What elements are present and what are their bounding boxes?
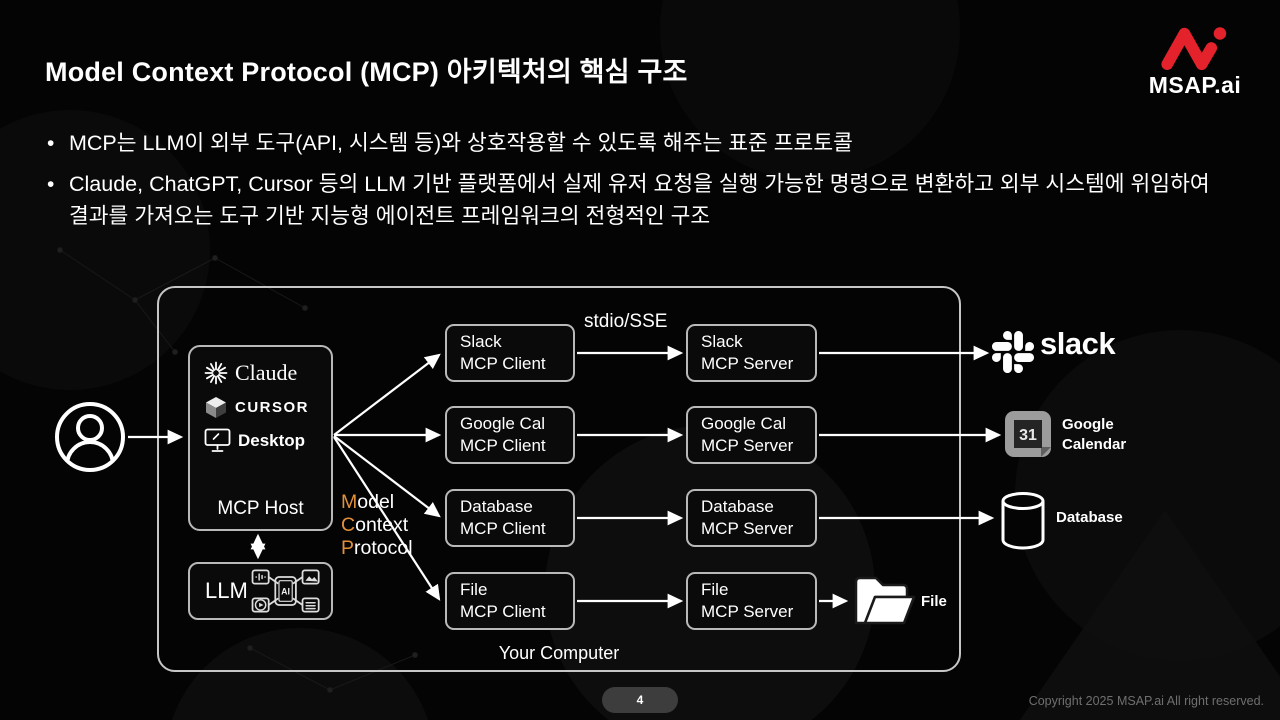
brand-logo: MSAP.ai — [1124, 22, 1266, 99]
page-number-badge: 4 — [602, 687, 678, 713]
protocol-line: Model — [341, 491, 395, 513]
protocol-label: Model Context Protocol — [341, 491, 413, 560]
desktop-row: Desktop — [204, 428, 323, 453]
slack-mcp-client-box: Slack MCP Client — [445, 324, 575, 382]
node-role: MCP Server — [701, 602, 794, 621]
protocol-line: Protocol — [341, 537, 413, 559]
background-blob — [1015, 330, 1280, 660]
service-name: File — [460, 579, 488, 599]
user-icon — [55, 402, 125, 472]
bullet-item: MCP는 LLM이 외부 도구(API, 시스템 등)와 상호작용할 수 있도록… — [45, 128, 1235, 160]
claude-label: Claude — [235, 360, 298, 385]
cursor-row: CURSOR — [204, 395, 323, 419]
service-name: File — [701, 579, 729, 599]
google-calendar-label: Google Calendar — [1062, 416, 1127, 453]
bullet-list: MCP는 LLM이 외부 도구(API, 시스템 등)와 상호작용할 수 있도록… — [45, 128, 1235, 241]
service-name: Slack — [460, 331, 502, 351]
claude-row: Claude — [204, 360, 323, 386]
ai-multimodal-icon: AI — [251, 569, 320, 613]
your-computer-label: Your Computer — [498, 643, 620, 663]
claude-icon — [204, 361, 228, 385]
bullet-item: Claude, ChatGPT, Cursor 등의 LLM 기반 플랫폼에서 … — [45, 169, 1235, 233]
service-name: Google Cal — [701, 413, 787, 433]
your-computer-container: Your Computer — [157, 286, 961, 672]
transport-label: stdio/SSE — [584, 311, 668, 332]
msap-logo-icon — [1161, 27, 1227, 70]
llm-label: LLM — [205, 578, 248, 603]
service-name: Database — [460, 496, 533, 516]
service-name: Slack — [701, 331, 743, 351]
node-role: MCP Server — [701, 436, 794, 455]
googlecal-mcp-client-box: Google Cal MCP Client — [445, 406, 575, 464]
slack-label: slack — [1040, 326, 1116, 361]
database-mcp-server-box: Database MCP Server — [686, 489, 817, 547]
protocol-line: Context — [341, 514, 409, 536]
node-role: MCP Server — [701, 354, 794, 373]
slack-mcp-server-box: Slack MCP Server — [686, 324, 817, 382]
mcp-host-label: MCP Host — [217, 498, 304, 519]
node-role: MCP Server — [701, 519, 794, 538]
desktop-label: Desktop — [238, 430, 306, 450]
mcp-host-box: Claude CURSOR Desktop MCP Host — [188, 345, 333, 531]
svg-text:AI: AI — [281, 587, 290, 597]
file-mcp-client-box: File MCP Client — [445, 572, 575, 630]
googlecal-mcp-server-box: Google Cal MCP Server — [686, 406, 817, 464]
node-role: MCP Client — [460, 354, 546, 373]
llm-box: LLM AI — [188, 562, 333, 620]
brand-name: MSAP.ai — [1148, 72, 1242, 98]
service-name: Google Cal — [460, 413, 546, 433]
file-mcp-server-box: File MCP Server — [686, 572, 817, 630]
database-icon — [1001, 492, 1045, 550]
node-role: MCP Client — [460, 519, 546, 538]
cursor-icon — [206, 397, 226, 418]
node-role: MCP Client — [460, 436, 546, 455]
page-title: Model Context Protocol (MCP) 아키텍처의 핵심 구조 — [45, 57, 688, 87]
service-name: Database — [701, 496, 774, 516]
slack-icon — [992, 331, 1034, 373]
cursor-label: CURSOR — [235, 398, 310, 416]
database-mcp-client-box: Database MCP Client — [445, 489, 575, 547]
svg-text:31: 31 — [1019, 427, 1037, 444]
desktop-icon — [204, 428, 231, 452]
file-label: File — [921, 593, 947, 610]
database-label: Database — [1056, 509, 1123, 526]
copyright-text: Copyright 2025 MSAP.ai All right reserve… — [1028, 694, 1264, 708]
file-folder-icon — [854, 576, 916, 625]
node-role: MCP Client — [460, 602, 546, 621]
google-calendar-icon: 31 — [1005, 411, 1051, 457]
